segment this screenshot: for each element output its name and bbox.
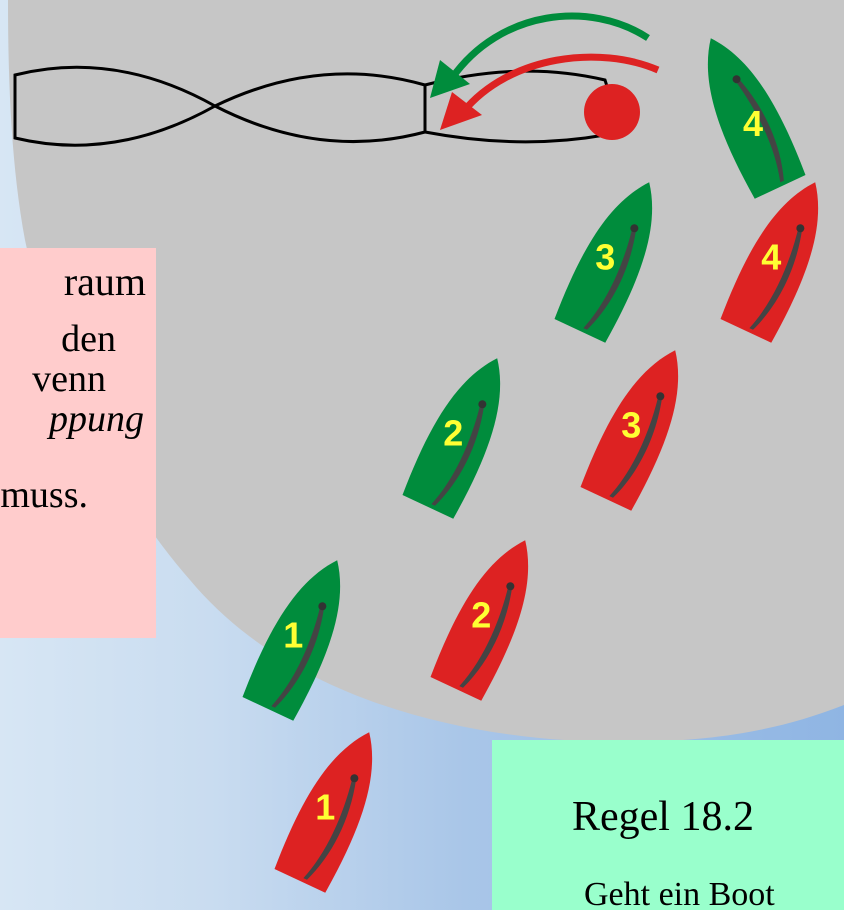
boat-green-2: 2 — [402, 358, 501, 519]
zone-circle — [8, 0, 844, 743]
boat-sail — [583, 227, 637, 330]
boat-sail — [459, 585, 513, 688]
boat-number: 3 — [621, 405, 641, 446]
boat-sail — [271, 605, 325, 708]
boat-number: 3 — [595, 237, 615, 278]
boat-sail — [749, 227, 803, 330]
rule-body: Geht ein Boot — [584, 876, 775, 910]
boat-hull — [554, 182, 653, 343]
boat-hull — [580, 350, 679, 511]
boat-red-4: 4 — [720, 182, 819, 343]
boat-sail — [609, 395, 663, 498]
boat-mast — [656, 392, 665, 401]
left-box-line-1: raum — [63, 259, 146, 304]
boat-red-1: 1 — [274, 732, 373, 893]
red-arrow — [460, 53, 660, 115]
left-text-box: raum den venn ppung muss. — [0, 248, 156, 638]
boat-mast — [318, 602, 327, 611]
boat-sail — [431, 403, 485, 506]
boat-hull — [402, 358, 501, 519]
boat-mast — [506, 582, 515, 591]
boat-green-3: 3 — [554, 182, 653, 343]
boat-hull — [242, 560, 341, 721]
boat-green-4: 4 — [707, 38, 806, 199]
green-arrowhead — [430, 60, 470, 98]
boat-number: 4 — [761, 237, 781, 278]
boat-hull — [720, 182, 819, 343]
boat-hull — [707, 38, 806, 199]
boat-red-2: 2 — [430, 540, 529, 701]
boat-number: 2 — [443, 413, 463, 454]
boat-number: 1 — [315, 787, 335, 828]
boat-sail — [734, 78, 784, 183]
boat-green-1: 1 — [242, 560, 341, 721]
boat-mast — [732, 75, 741, 84]
boat-mast — [630, 224, 639, 233]
boat-hull — [430, 540, 529, 701]
rounding-arrows — [430, 12, 660, 130]
rule-text-box: Regel 18.2 Geht ein Boot — [492, 740, 844, 910]
boat-mast — [350, 774, 359, 783]
mark-buoy — [584, 84, 640, 140]
boat-sail — [303, 777, 357, 880]
boat-mast — [478, 400, 487, 409]
left-box-line-4: ppung — [49, 398, 144, 440]
boat-mast — [796, 224, 805, 233]
boat-number: 2 — [471, 595, 491, 636]
red-arrowhead — [440, 92, 482, 130]
left-box-line-3: venn — [32, 358, 106, 400]
boats-layer: 1 2 3 4 1 2 3 4 — [242, 38, 819, 893]
green-arrow — [449, 12, 650, 81]
boat-hull — [274, 732, 373, 893]
left-box-line-5: muss. — [0, 474, 88, 516]
boat-number: 1 — [283, 615, 303, 656]
rule-heading: Regel 18.2 — [572, 794, 754, 840]
boat-number: 4 — [743, 103, 763, 144]
left-box-line-2: den — [61, 318, 116, 360]
boat-red-3: 3 — [580, 350, 679, 511]
